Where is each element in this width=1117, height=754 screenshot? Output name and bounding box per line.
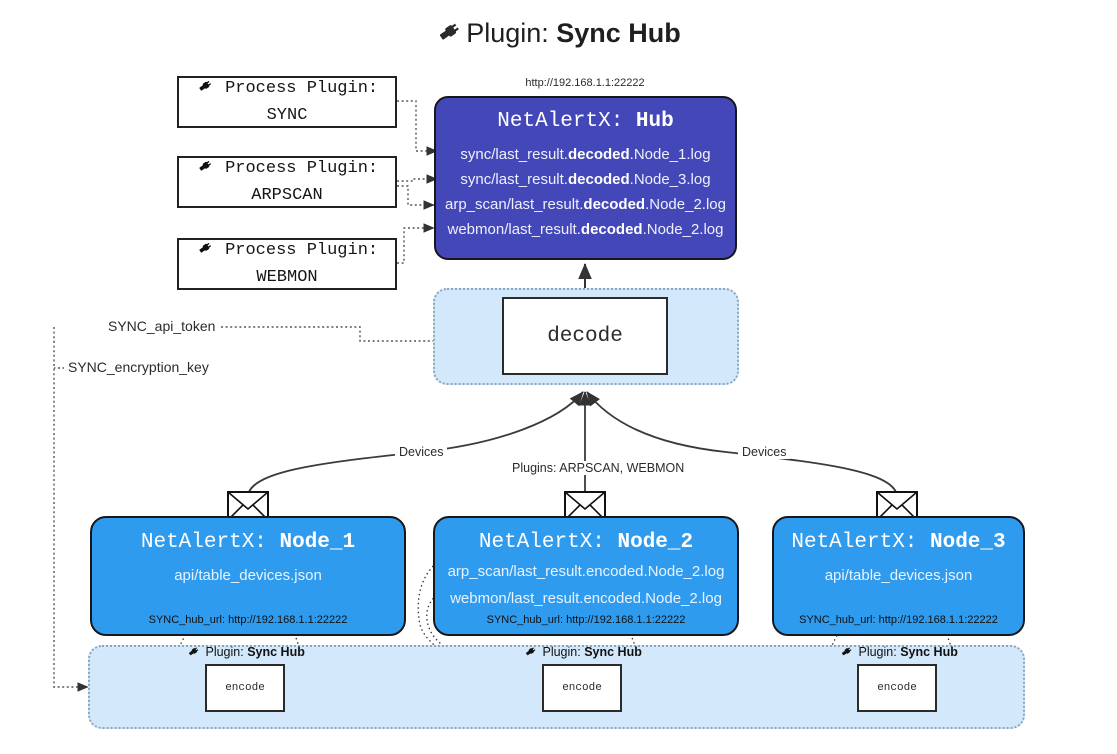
encoder-tag-name: Sync Hub <box>900 645 958 659</box>
edge-label-right-devices: Devices <box>738 445 791 459</box>
encode-box-3[interactable]: encode <box>857 664 937 712</box>
node-box-node-1[interactable]: NetAlertX: Node_1 api/table_devices.json… <box>90 516 406 636</box>
node-title: NetAlertX: Node_3 <box>791 531 1006 554</box>
process-plugin-sync-line1: Process Plugin: <box>196 76 378 103</box>
decode-box[interactable]: decode <box>502 297 668 375</box>
hub-box[interactable]: NetAlertX: Hub sync/last_result.decoded.… <box>434 96 737 260</box>
encoder-tag-name: Sync Hub <box>584 645 642 659</box>
edge-label-left-devices: Devices <box>395 445 448 459</box>
node-box-node-2[interactable]: NetAlertX: Node_2 arp_scan/last_result.e… <box>433 516 739 636</box>
encoder-tag-prefix: Plugin: <box>205 645 248 659</box>
sync-encryption-key-label: SYNC_encryption_key <box>64 359 213 375</box>
node-title: NetAlertX: Node_2 <box>478 531 694 554</box>
page-title: Plugin: Sync Hub <box>0 16 1117 53</box>
process-plugin-sync-box[interactable]: Process Plugin: SYNC <box>177 76 397 128</box>
process-plugin-webmon-box[interactable]: Process Plugin: WEBMON <box>177 238 397 290</box>
encode-box-1[interactable]: encode <box>205 664 285 712</box>
encoder-tag-prefix: Plugin: <box>542 645 585 659</box>
hub-log-line: sync/last_result.decoded.Node_1.log <box>460 146 711 163</box>
node-hub-url-label: SYNC_hub_url: http://192.168.1.1:22222 <box>799 614 998 626</box>
encode-box-2[interactable]: encode <box>542 664 622 712</box>
encoder-plugin-tag-2: Plugin: Sync Hub <box>523 645 642 661</box>
page-title-prefix: Plugin: <box>466 18 557 48</box>
process-plugin-sync-name: SYNC <box>266 106 308 125</box>
plug-icon <box>196 80 224 100</box>
node-log-line: arp_scan/last_result.encoded.Node_2.log <box>447 563 725 580</box>
page-title-name: Sync Hub <box>556 18 681 48</box>
hub-title-prefix: NetAlertX: <box>497 110 636 133</box>
process-plugin-arpscan-name: ARPSCAN <box>251 186 323 205</box>
process-plugin-label: Process Plugin: <box>225 79 379 98</box>
hub-url-label: http://192.168.1.1:22222 <box>525 77 645 89</box>
hub-log-line: webmon/last_result.decoded.Node_2.log <box>447 221 724 238</box>
node-log-line: webmon/last_result.encoded.Node_2.log <box>450 590 722 607</box>
plug-icon <box>186 647 204 661</box>
plug-icon <box>196 160 224 180</box>
hub-title-name: Hub <box>635 110 674 133</box>
process-plugin-label: Process Plugin: <box>225 159 379 178</box>
process-plugin-arpscan-line1: Process Plugin: <box>196 156 378 183</box>
process-plugin-label: Process Plugin: <box>225 241 379 260</box>
hub-log-line: sync/last_result.decoded.Node_3.log <box>460 171 711 188</box>
plug-icon <box>523 647 541 661</box>
plug-icon <box>839 647 857 661</box>
encoder-plugin-tag-1: Plugin: Sync Hub <box>186 645 305 661</box>
process-plugin-webmon-name: WEBMON <box>256 268 318 287</box>
hub-log-line: arp_scan/last_result.decoded.Node_2.log <box>445 196 726 213</box>
sync-api-token-label: SYNC_api_token <box>104 318 220 334</box>
encoder-tag-prefix: Plugin: <box>858 645 901 659</box>
node-hub-url-label: SYNC_hub_url: http://192.168.1.1:22222 <box>148 614 348 626</box>
hub-title: NetAlertX: Hub <box>497 110 673 133</box>
plug-icon <box>436 19 462 53</box>
node-hub-url-label: SYNC_hub_url: http://192.168.1.1:22222 <box>486 614 686 626</box>
encoder-plugin-tag-3: Plugin: Sync Hub <box>839 645 958 661</box>
node-box-node-3[interactable]: NetAlertX: Node_3 api/table_devices.json… <box>772 516 1025 636</box>
node-title: NetAlertX: Node_1 <box>140 531 356 554</box>
node-log-line: api/table_devices.json <box>824 567 973 584</box>
process-plugin-arpscan-box[interactable]: Process Plugin: ARPSCAN <box>177 156 397 208</box>
plug-icon <box>196 242 224 262</box>
process-plugin-webmon-line1: Process Plugin: <box>196 238 378 265</box>
node-log-line: api/table_devices.json <box>174 567 322 584</box>
encoder-tag-name: Sync Hub <box>247 645 305 659</box>
edge-label-center-plugins: Plugins: ARPSCAN, WEBMON <box>508 461 689 475</box>
